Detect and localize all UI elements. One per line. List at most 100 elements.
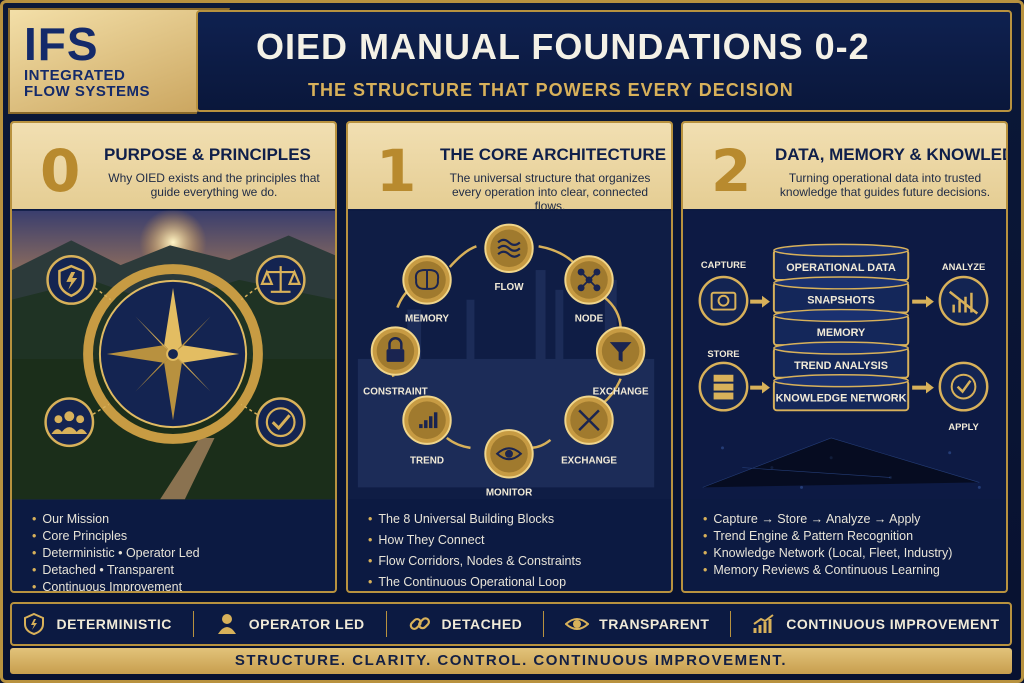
layer-label: OPERATIONAL DATA (786, 262, 896, 274)
page-title: OIED MANUAL FOUNDATIONS 0-2 (256, 26, 870, 67)
list-item: •How They Connect (368, 533, 485, 547)
divider (192, 611, 194, 637)
layer-label: SNAPSHOTS (807, 295, 875, 307)
architecture-cycle-diagram: FLOWNODEEXCHANGEEXCHANGEMONITORTRENDCONS… (348, 210, 671, 500)
section-number: 1 (376, 137, 417, 205)
section-description: The universal structure that organizes e… (449, 171, 651, 213)
list-item: •The Continuous Operational Loop (368, 575, 567, 589)
cycle-node-7 (402, 255, 452, 305)
pillar-label: DETERMINISTIC (56, 616, 172, 632)
section-list: •Our Mission •Core Principles •Determini… (12, 505, 335, 593)
apply-label: APPLY (948, 422, 979, 432)
logo-abbr: IFS (24, 18, 99, 70)
stack-layer: KNOWLEDGE NETWORK (772, 374, 910, 412)
section-header: 0 PURPOSE & PRINCIPLES Why OIED exists a… (12, 123, 335, 209)
cycle-label: TREND (410, 456, 444, 467)
pillar-label: TRANSPARENT (599, 616, 710, 632)
pillar-label: CONTINUOUS IMPROVEMENT (786, 616, 1000, 632)
cycle-node-5 (402, 395, 452, 445)
list-item: •Core Principles (32, 529, 128, 543)
check-icon (255, 397, 306, 448)
cycle-node-2 (595, 326, 646, 376)
cycle-node-0 (484, 223, 534, 274)
pillar-operator-led: OPERATOR LED (215, 612, 365, 636)
shield-icon (46, 254, 97, 305)
section-number: 2 (711, 137, 752, 205)
layer-label: TREND ANALYSIS (794, 360, 888, 372)
list-item: •Continuous Improvement (32, 580, 183, 593)
list-item: •Capture → Store → Analyze → Apply (703, 512, 921, 526)
cycle-label: FLOW (494, 282, 524, 293)
camera-icon (698, 275, 749, 326)
list-item: •Memory Reviews & Continuous Learning (703, 563, 940, 577)
pillar-deterministic: DETERMINISTIC (22, 612, 171, 636)
cycle-node-3 (564, 395, 614, 445)
section-knowledge: 2 DATA, MEMORY & KNOWLEDGE Turning opera… (681, 121, 1008, 593)
cycle-label: CONSTRAINT (363, 387, 428, 398)
capture-label: CAPTURE (701, 260, 746, 270)
divider (543, 611, 545, 637)
logo-line1: INTEGRATED (24, 67, 126, 84)
list-item: •Detached • Transparent (32, 563, 174, 577)
section-title: PURPOSE & PRINCIPLES (104, 145, 311, 164)
section-list: •Capture → Store → Analyze → Apply •Tren… (683, 505, 1006, 579)
list-item: •Deterministic • Operator Led (32, 546, 200, 560)
eye-icon (565, 618, 590, 630)
cycle-label: MEMORY (405, 313, 449, 324)
store-label: STORE (707, 349, 739, 359)
apply-check-icon (938, 361, 989, 412)
layer-label: KNOWLEDGE NETWORK (776, 392, 907, 404)
page-subtitle: THE STRUCTURE THAT POWERS EVERY DECISION (308, 80, 794, 100)
stack-layer: TREND ANALYSIS (772, 341, 910, 379)
landscape-compass-illustration (12, 209, 335, 500)
divider (730, 611, 732, 637)
section-description: Why OIED exists and the principles that … (108, 171, 320, 199)
stack-layer: OPERATIONAL DATA (772, 243, 910, 281)
stack-layer: MEMORY (772, 308, 910, 347)
section-number: 0 (40, 137, 81, 205)
section-list: •The 8 Universal Building Blocks •How Th… (348, 505, 671, 591)
shield-icon (24, 612, 45, 636)
list-item: •Knowledge Network (Local, Fleet, Indust… (703, 546, 953, 560)
cycle-label: EXCHANGE (561, 456, 617, 467)
logo-line2: FLOW SYSTEMS (24, 83, 150, 100)
server-icon (698, 361, 749, 412)
compass-needle (164, 287, 182, 355)
footer-tagline: STRUCTURE. CLARITY. CONTROL. CONTINUOUS … (10, 648, 1012, 674)
section-purpose: 0 PURPOSE & PRINCIPLES Why OIED exists a… (10, 121, 337, 593)
section-title: DATA, MEMORY & KNOWLEDGE (775, 145, 1006, 164)
section-description: Turning operational data into trusted kn… (779, 171, 991, 199)
stack-layer: SNAPSHOTS (772, 276, 910, 314)
pillar-transparent: TRANSPARENT (565, 612, 709, 636)
scales-icon (255, 254, 306, 305)
compass-ring (83, 264, 263, 444)
ifs-logo: IFS INTEGRATED FLOW SYSTEMS (8, 8, 230, 114)
pillar-label: DETACHED (441, 616, 523, 632)
list-item: •Flow Corridors, Nodes & Constraints (368, 554, 582, 568)
cycle-node-4 (484, 429, 534, 479)
section-title: THE CORE ARCHITECTURE (440, 145, 667, 164)
list-item: •Trend Engine & Pattern Recognition (703, 529, 914, 543)
cycle-node-1 (564, 255, 614, 305)
list-item: •Our Mission (32, 512, 110, 526)
pillar-detached: DETACHED (408, 612, 523, 636)
pillar-continuous-improvement: CONTINUOUS IMPROVEMENT (752, 612, 999, 636)
pillar-label: OPERATOR LED (248, 616, 365, 632)
section-header: 1 THE CORE ARCHITECTURE The universal st… (348, 123, 671, 213)
person-icon (217, 614, 236, 634)
team-icon (44, 397, 95, 448)
section-architecture: 1 THE CORE ARCHITECTURE The universal st… (346, 121, 673, 593)
header-banner: OIED MANUAL FOUNDATIONS 0-2 THE STRUCTUR… (196, 10, 1012, 112)
section-header: 2 DATA, MEMORY & KNOWLEDGE Turning opera… (683, 123, 1006, 209)
pillars-bar: DETERMINISTIC OPERATOR LED DETACHED TRAN… (10, 602, 1012, 646)
link-icon (409, 617, 430, 631)
cycle-label: NODE (575, 313, 604, 324)
cycle-node-6 (370, 326, 421, 376)
analyze-label: ANALYZE (942, 262, 985, 272)
list-item: •The 8 Universal Building Blocks (368, 512, 555, 526)
analyze-chart-icon (938, 275, 989, 326)
cycle-label: EXCHANGE (593, 387, 649, 398)
divider (385, 611, 387, 637)
trend-icon (753, 614, 774, 633)
